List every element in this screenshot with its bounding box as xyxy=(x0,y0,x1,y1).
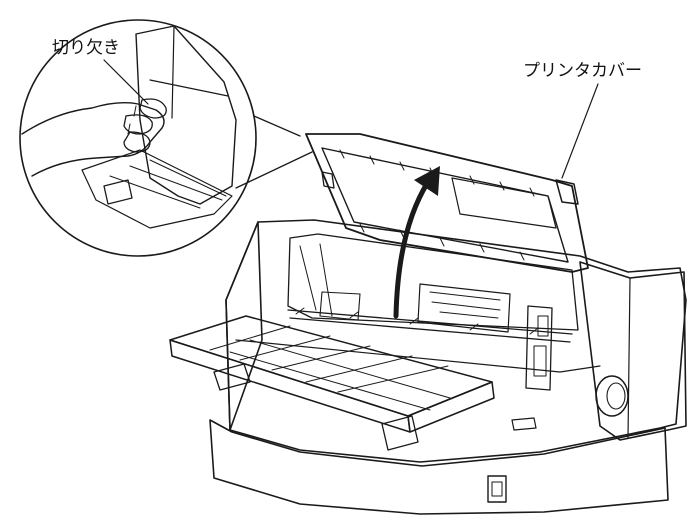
open-arrow-icon xyxy=(393,166,440,319)
printer-cover-label: プリンタカバー xyxy=(523,61,642,81)
notch-label: 切り欠き xyxy=(52,38,120,58)
paper-tray xyxy=(169,315,495,451)
cover-leader-line xyxy=(561,83,599,179)
notch-leader-line xyxy=(103,59,149,105)
detail-magnifier xyxy=(19,19,313,257)
printer-body xyxy=(209,219,687,515)
